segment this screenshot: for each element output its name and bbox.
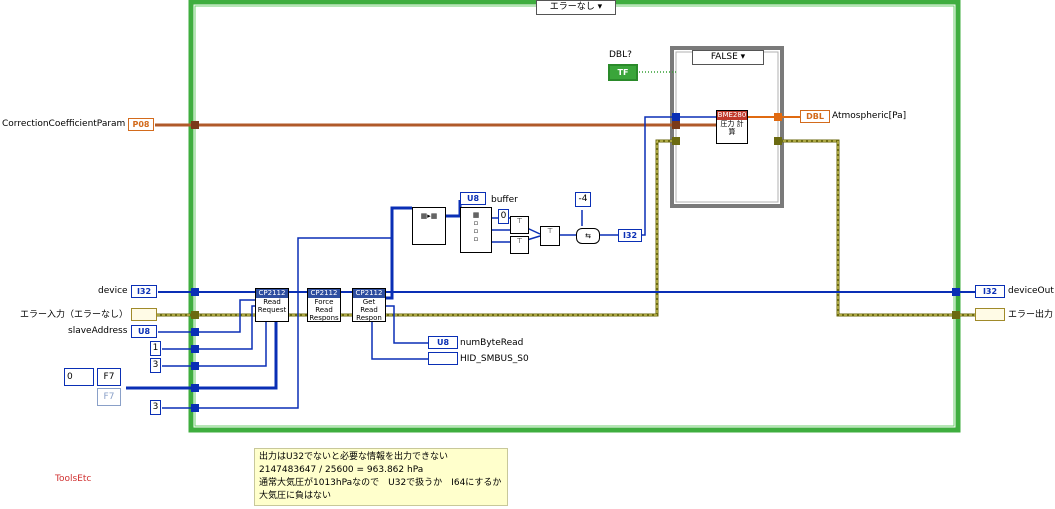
const-neg4[interactable]: -4 xyxy=(575,192,591,207)
force-read-body: Force Read Respons xyxy=(309,298,339,322)
correction-label: CorrectionCoefficientParam xyxy=(2,119,126,129)
bme280-body: 圧力 計算 xyxy=(720,120,744,136)
inner-case-selector[interactable]: FALSE ▾ xyxy=(692,50,764,65)
force-read-header: CP2112 xyxy=(308,289,340,298)
array-index[interactable]: 0 xyxy=(64,368,94,386)
num-bytes-label: numByteRead xyxy=(460,338,524,348)
join-node-1[interactable]: ⊤ xyxy=(510,216,529,234)
join-node-2[interactable]: ⊤ xyxy=(510,236,529,254)
comment-box: 出力はU32でないと必要な情報を出力できない 2147483647 / 2560… xyxy=(254,448,508,506)
buffer-label: buffer xyxy=(491,195,518,205)
comment-line: 通常大気圧が1013hPaなので U32で扱うか I64にするか xyxy=(259,478,502,488)
join-icon: ⊤ xyxy=(516,217,523,225)
index-array-node[interactable]: ▦▫▫▫ xyxy=(460,207,492,253)
get-read-vi[interactable]: CP2112 Get Read Respon xyxy=(352,288,386,322)
error-out-label: エラー出力 xyxy=(1008,310,1054,320)
f7-element[interactable]: F7 xyxy=(97,368,121,386)
comment-line: 2147483647 / 25600 = 963.862 hPa xyxy=(259,465,424,475)
device-out-label: deviceOut xyxy=(1008,286,1054,296)
atmospheric-label: Atmospheric[Pa] xyxy=(832,111,907,121)
const-3-b[interactable]: 3 xyxy=(150,400,161,415)
dbl-label: DBL? xyxy=(609,50,632,60)
chevron-down-icon: ▾ xyxy=(597,2,603,12)
comment-line: 出力はU32でないと必要な情報を出力できない xyxy=(259,452,449,462)
num-bytes-terminal[interactable]: U8 xyxy=(428,336,458,349)
bme280-vi[interactable]: BME280 圧力 計算 xyxy=(716,110,748,144)
outer-case-selector[interactable]: エラーなし ▾ xyxy=(536,0,616,15)
comment-line: 大気圧に負はない xyxy=(259,491,332,501)
correction-terminal[interactable]: P08 xyxy=(128,118,154,131)
inner-case-label: FALSE xyxy=(710,52,738,62)
device-terminal[interactable]: I32 xyxy=(131,285,157,298)
hid-label: HID_SMBUS_S0 xyxy=(460,354,529,364)
hid-terminal[interactable] xyxy=(428,352,458,365)
atmospheric-terminal[interactable]: DBL xyxy=(800,110,830,123)
read-request-body: Read Request xyxy=(257,298,287,314)
outer-case-label: エラーなし xyxy=(549,2,595,12)
error-out-terminal[interactable] xyxy=(975,308,1005,321)
slave-address-terminal[interactable]: U8 xyxy=(131,325,157,338)
index-array-icon: ▦▫▫▫ xyxy=(472,211,480,243)
f7-element-ghost: F7 xyxy=(97,388,121,406)
bme280-header: BME280 xyxy=(717,111,747,120)
array-control[interactable]: 0 F7 F7 xyxy=(64,368,124,408)
array-grid-icon: ▦▸▦ xyxy=(420,212,438,220)
join-node-3[interactable]: ⊤ xyxy=(540,226,560,246)
shift-icon: ⇆ xyxy=(585,232,591,240)
read-request-vi[interactable]: CP2112 Read Request xyxy=(255,288,289,322)
const-array-index[interactable]: 0 xyxy=(498,209,509,224)
buffer-terminal[interactable]: U8 xyxy=(460,192,486,205)
error-in-terminal[interactable] xyxy=(131,308,157,321)
join-icon: ⊤ xyxy=(516,237,523,245)
const-3[interactable]: 3 xyxy=(150,358,161,373)
join-icon: ⊤ xyxy=(546,227,554,235)
i32-convert[interactable]: I32 xyxy=(618,229,642,242)
array-subset-node[interactable]: ▦▸▦ xyxy=(412,207,446,245)
device-out-terminal[interactable]: I32 xyxy=(975,285,1005,298)
device-label: device xyxy=(98,286,128,296)
get-read-body: Get Read Respon xyxy=(356,298,382,322)
dbl-boolean-terminal[interactable]: TF xyxy=(608,64,638,81)
force-read-vi[interactable]: CP2112 Force Read Respons xyxy=(307,288,341,322)
chevron-down-icon: ▾ xyxy=(740,52,746,62)
outer-case-border xyxy=(188,0,961,433)
const-1[interactable]: 1 xyxy=(150,341,161,356)
slave-address-label: slaveAddress xyxy=(68,326,128,336)
read-request-header: CP2112 xyxy=(256,289,288,298)
get-read-header: CP2112 xyxy=(353,289,385,298)
error-in-label: エラー入力（エラーなし） xyxy=(20,310,129,320)
shift-node[interactable]: ⇆ xyxy=(576,228,600,244)
tools-etc-label: ToolsEtc xyxy=(55,474,92,484)
